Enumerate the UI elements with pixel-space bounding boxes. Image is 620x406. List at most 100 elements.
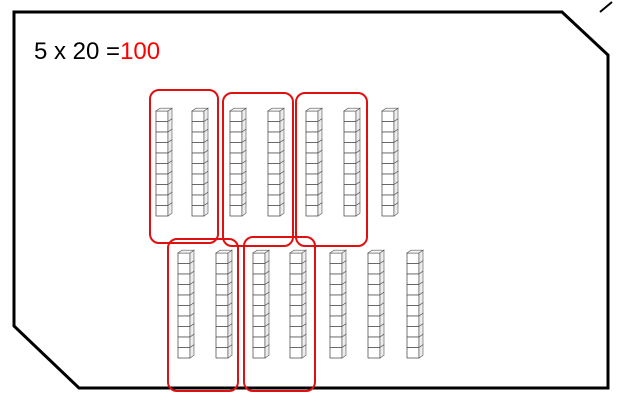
ten-rod [407,250,423,358]
cube [230,195,242,206]
cube [230,153,242,164]
cube [382,164,394,175]
cube [368,253,380,264]
cube [330,274,342,285]
cube [216,306,228,317]
cube [253,306,265,317]
cube [156,174,168,185]
cube [407,253,419,264]
cube [253,295,265,306]
cube [368,306,380,317]
cube [178,285,190,296]
ten-rod [344,108,360,216]
cube [382,143,394,154]
cube [290,285,302,296]
cube [330,348,342,359]
cube [330,327,342,338]
cube [253,348,265,359]
cube [344,122,356,133]
cube [306,143,318,154]
cube [330,337,342,348]
cube [216,337,228,348]
cube [156,111,168,122]
cube [178,274,190,285]
cube [268,195,280,206]
cube [344,185,356,196]
cube [178,264,190,275]
cube [330,295,342,306]
cube [407,337,419,348]
cube [290,306,302,317]
cube [290,348,302,359]
cube [192,111,204,122]
cube [156,143,168,154]
cube [407,274,419,285]
cube [344,174,356,185]
cube [268,185,280,196]
cube [156,153,168,164]
cube [407,348,419,359]
cube [178,316,190,327]
cube [216,295,228,306]
ten-rod [216,250,232,358]
cube [216,316,228,327]
cube [192,132,204,143]
cube [268,206,280,217]
cube [306,122,318,133]
cube [368,295,380,306]
cube [368,337,380,348]
cube [253,264,265,275]
cube [156,164,168,175]
page-curl-mark [600,2,612,12]
cube [178,295,190,306]
equation: 5 x 20 =100 [34,40,160,64]
cube [407,316,419,327]
cube [268,153,280,164]
cube [192,143,204,154]
ten-rod [306,108,322,216]
cube [230,143,242,154]
cube [268,111,280,122]
cube [407,264,419,275]
ten-rod [290,250,306,358]
cube [178,348,190,359]
cube [178,253,190,264]
cube [216,264,228,275]
equation-expression: 5 x 20 = [34,38,120,65]
cube [382,185,394,196]
cube [344,143,356,154]
cube [306,164,318,175]
cube [290,295,302,306]
cube [192,164,204,175]
cube [253,337,265,348]
cube [156,132,168,143]
ten-rod [330,250,346,358]
cube [192,185,204,196]
cube [216,348,228,359]
cube [344,206,356,217]
cube [230,185,242,196]
cube [230,174,242,185]
cube [178,327,190,338]
cube [344,164,356,175]
cube [216,285,228,296]
equation-result: 100 [120,38,160,65]
ten-rod [368,250,384,358]
cube [253,274,265,285]
cube [268,132,280,143]
cube [253,316,265,327]
cube [306,195,318,206]
cube [330,306,342,317]
cube [178,306,190,317]
cube [230,164,242,175]
cube [253,285,265,296]
cube [382,111,394,122]
cube [306,185,318,196]
ten-rod [253,250,269,358]
ten-rod [156,108,172,216]
ten-rod [178,250,194,358]
cube [290,316,302,327]
cube [368,316,380,327]
cube [216,327,228,338]
